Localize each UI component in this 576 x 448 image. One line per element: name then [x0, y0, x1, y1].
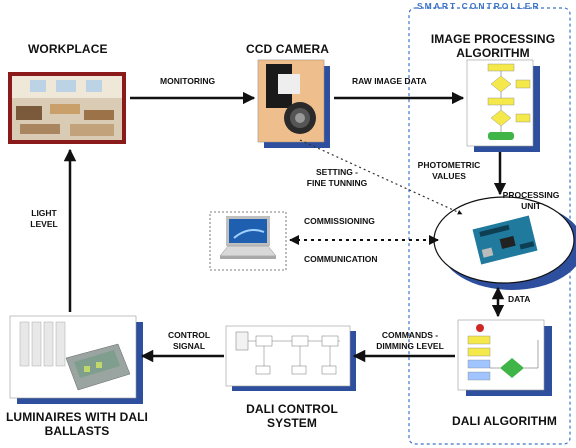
laptop-image: [209, 211, 287, 271]
luminaires-line2: BALLASTS: [44, 424, 110, 438]
image-processing-line2: ALGORITHM: [456, 46, 530, 60]
workplace-label: WORKPLACE: [28, 42, 108, 56]
control-line2: SIGNAL: [172, 341, 206, 351]
setting-line2: FINE TUNNING: [306, 178, 368, 188]
processing-line1: PROCESSING: [502, 190, 560, 200]
arduino-board: [472, 215, 538, 265]
commissioning-label: COMMISSIONING: [304, 216, 375, 226]
dali-control-system-image: [225, 325, 356, 391]
processing-unit: [433, 196, 576, 290]
commands-dimming-label: COMMANDS - DIMMING LEVEL: [370, 330, 450, 352]
processing-line2: UNIT: [521, 201, 541, 211]
dali-control-system-label: DALI CONTROL SYSTEM: [232, 402, 352, 430]
commands-line1: COMMANDS -: [381, 330, 439, 340]
luminaires-label: LUMINAIRES WITH DALI BALLASTS: [2, 410, 152, 438]
workplace-image: [8, 72, 126, 144]
light-line2: LEVEL: [30, 219, 58, 229]
raw-image-data-label: RAW IMAGE DATA: [352, 76, 427, 86]
image-processing-flowchart: [466, 59, 540, 152]
setting-fine-tunning-label: SETTING - FINE TUNNING: [300, 167, 374, 189]
smart-controller-region: [408, 7, 571, 445]
control-line1: CONTROL: [167, 330, 211, 340]
photometric-line1: PHOTOMETRIC: [417, 160, 481, 170]
luminaires-line1: LUMINAIRES WITH DALI: [6, 410, 148, 424]
light-line1: LIGHT: [31, 208, 57, 218]
processing-unit-label: PROCESSING UNIT: [498, 190, 564, 212]
ccd-camera-label: CCD CAMERA: [246, 42, 329, 56]
light-level-label: LIGHT LEVEL: [24, 208, 64, 230]
commands-line2: DIMMING LEVEL: [376, 341, 444, 351]
luminaires-image: [9, 315, 143, 404]
smart-controller-label: SMART CONTROLLER: [417, 1, 541, 11]
communication-label: COMMUNICATION: [304, 254, 378, 264]
dali-algorithm-label: DALI ALGORITHM: [452, 414, 557, 428]
photometric-values-label: PHOTOMETRIC VALUES: [414, 160, 484, 182]
image-processing-label: IMAGE PROCESSING ALGORITHM: [418, 32, 568, 60]
control-signal-label: CONTROL SIGNAL: [162, 330, 216, 352]
photometric-line2: VALUES: [432, 171, 466, 181]
image-processing-line1: IMAGE PROCESSING: [430, 32, 556, 46]
dali-control-line1: DALI CONTROL: [246, 402, 338, 416]
setting-line1: SETTING -: [315, 167, 359, 177]
dali-control-line2: SYSTEM: [267, 416, 317, 430]
dali-algorithm-flowchart: [457, 319, 552, 396]
ccd-camera-image: [257, 59, 330, 148]
data-label: DATA: [508, 294, 531, 304]
monitoring-label: MONITORING: [160, 76, 216, 86]
